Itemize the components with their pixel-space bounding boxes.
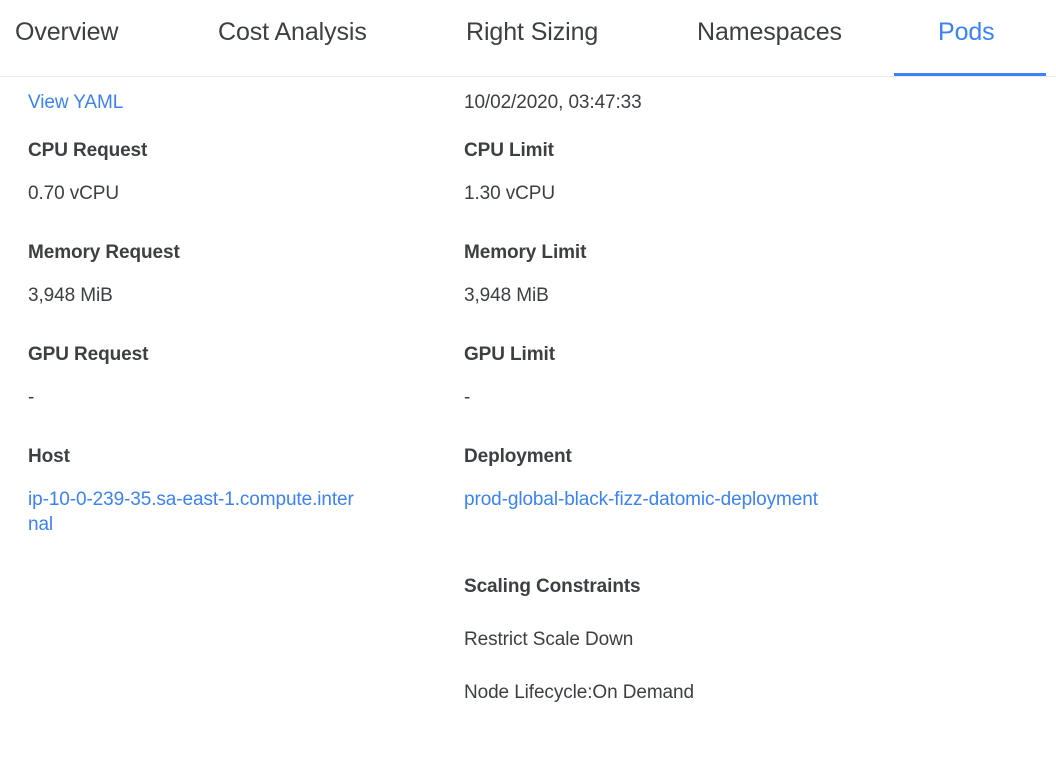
field-gpu-limit-label: GPU Limit (464, 344, 555, 365)
field-cpu-limit-value: 1.30 vCPU (464, 183, 555, 204)
tab-pods[interactable]: Pods (938, 0, 995, 77)
view-yaml-row: View YAML (28, 77, 448, 139)
field-memory-limit-value: 3,948 MiB (464, 285, 549, 306)
tab-namespaces[interactable]: Namespaces (697, 0, 842, 77)
tab-right-sizing-label: Right Sizing (466, 18, 599, 46)
tab-bar-divider (0, 76, 1056, 77)
timestamp-row: 10/02/2020, 03:47:33 (464, 77, 864, 139)
field-deployment-link[interactable]: prod-global-black-fizz-datomic-deploymen… (464, 489, 818, 510)
pod-detail-grid: View YAML CPU Request 0.70 vCPU Memory R… (0, 77, 1056, 758)
tab-namespaces-label: Namespaces (697, 18, 842, 46)
scaling-constraint-item: Node Lifecycle:On Demand (464, 682, 694, 703)
active-tab-indicator (894, 73, 1046, 76)
field-memory-request: Memory Request 3,948 MiB (28, 241, 448, 343)
scaling-constraints-title: Scaling Constraints (464, 576, 641, 597)
field-gpu-limit-value: - (464, 387, 471, 408)
field-cpu-limit-label: CPU Limit (464, 140, 554, 161)
scaling-constraints-section: Scaling Constraints Restrict Scale Down … (464, 575, 864, 705)
view-yaml-link[interactable]: View YAML (28, 92, 124, 113)
tab-cost-analysis[interactable]: Cost Analysis (218, 0, 367, 77)
pod-timestamp: 10/02/2020, 03:47:33 (464, 92, 642, 113)
field-memory-request-label: Memory Request (28, 242, 180, 263)
field-host: Host ip-10-0-239-35.sa-east-1.compute.in… (28, 445, 448, 547)
field-deployment-label: Deployment (464, 446, 572, 467)
tab-right-sizing[interactable]: Right Sizing (466, 0, 598, 77)
tab-pods-label: Pods (938, 18, 995, 46)
field-gpu-request-label: GPU Request (28, 344, 149, 365)
field-cpu-limit: CPU Limit 1.30 vCPU (464, 139, 864, 241)
field-gpu-request-value: - (28, 387, 35, 408)
field-cpu-request-label: CPU Request (28, 140, 148, 161)
field-gpu-request: GPU Request - (28, 343, 448, 445)
field-memory-request-value: 3,948 MiB (28, 285, 113, 306)
detail-column-left: View YAML CPU Request 0.70 vCPU Memory R… (28, 77, 448, 547)
field-cpu-request-value: 0.70 vCPU (28, 183, 119, 204)
scaling-constraint-item: Restrict Scale Down (464, 629, 634, 650)
field-deployment: Deployment prod-global-black-fizz-datomi… (464, 445, 864, 547)
field-memory-limit-label: Memory Limit (464, 242, 587, 263)
field-memory-limit: Memory Limit 3,948 MiB (464, 241, 864, 343)
field-gpu-limit: GPU Limit - (464, 343, 864, 445)
field-host-link[interactable]: ip-10-0-239-35.sa-east-1.compute.interna… (28, 489, 354, 535)
tab-overview[interactable]: Overview (15, 0, 118, 77)
detail-column-right: 10/02/2020, 03:47:33 CPU Limit 1.30 vCPU… (464, 77, 864, 705)
field-cpu-request: CPU Request 0.70 vCPU (28, 139, 448, 241)
tab-overview-label: Overview (15, 18, 119, 46)
tab-bar: Overview Cost Analysis Right Sizing Name… (0, 0, 1056, 77)
field-host-label: Host (28, 446, 70, 467)
tab-cost-analysis-label: Cost Analysis (218, 18, 367, 46)
